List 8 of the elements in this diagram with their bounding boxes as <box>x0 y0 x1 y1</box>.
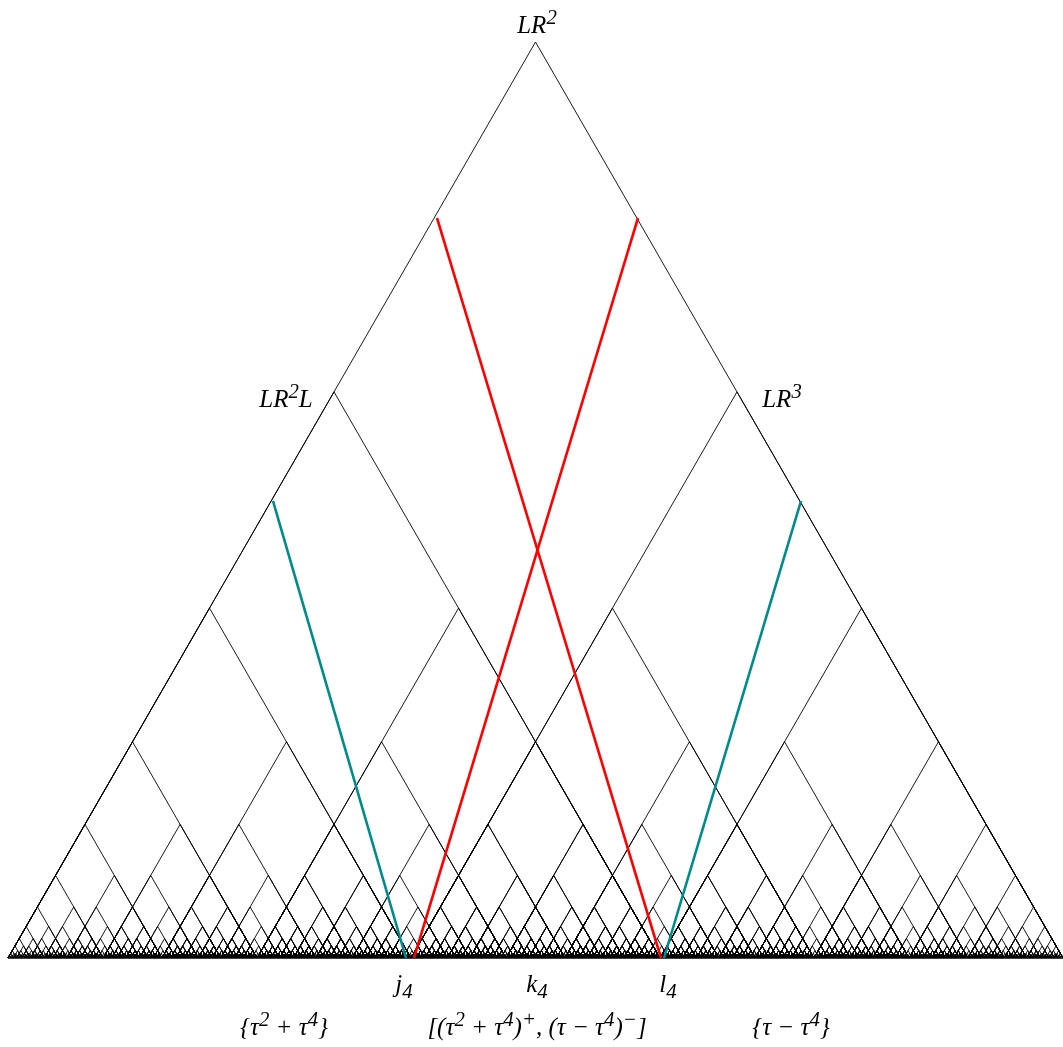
interval-label: {τ − τ$^{4}$} <box>752 1008 830 1040</box>
vertex-label: LR$^{2}$L <box>259 380 313 412</box>
point-label: l$_{4}$ <box>659 970 677 1002</box>
point-label: k$_{4}$ <box>526 970 548 1002</box>
vertex-label: LR$^{2}$ <box>517 6 557 38</box>
interval-label: {τ$^{2}$ + τ$^{4}$} <box>239 1008 329 1040</box>
vertex-label: LR$^{3}$ <box>762 380 802 412</box>
interval-label: [(τ$^{2}$ + τ$^{4}$)$^{+}$, (τ − τ$^{4}$)$^{−}$] <box>427 1008 647 1040</box>
